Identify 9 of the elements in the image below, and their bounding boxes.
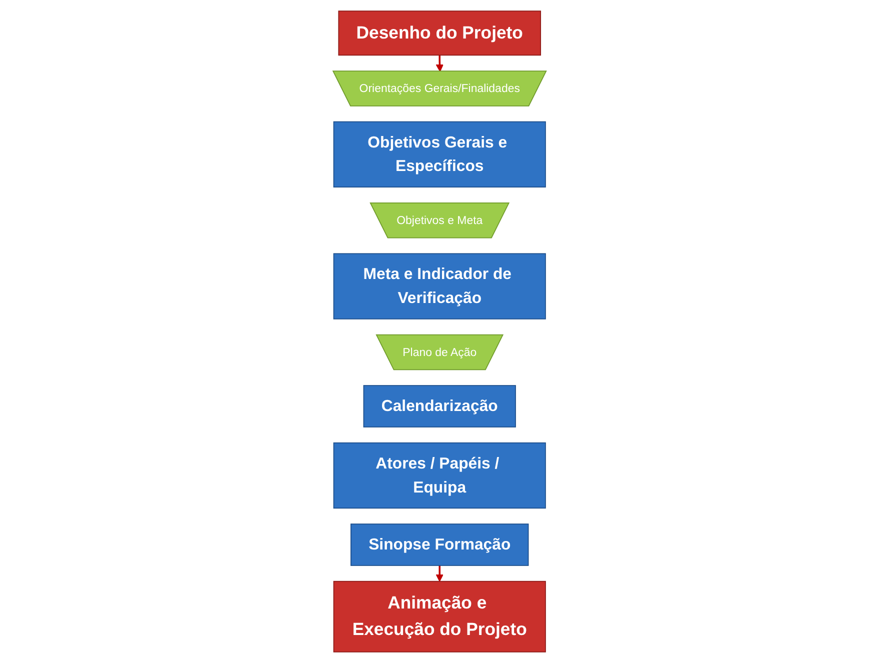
node-box: Objetivos Gerais e Específicos [334,120,546,187]
node-box: Calendarização [364,384,516,427]
node-box: Sinopse Formação [350,523,530,566]
node-box: Animação e Execução do Projeto [334,580,546,652]
arrow [436,54,444,72]
node-box: Meta e Indicador de Verificação [334,252,546,319]
node-box: Desenho do Projeto [338,10,542,56]
arrow [436,564,444,582]
node-box: Atores / Papéis / Equipa [334,442,546,508]
